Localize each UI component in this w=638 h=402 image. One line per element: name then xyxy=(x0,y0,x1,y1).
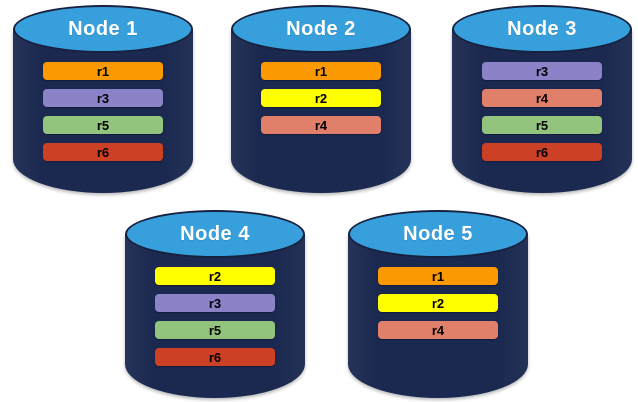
cylinder-body xyxy=(348,234,528,398)
cylinder-top-ellipse xyxy=(348,210,528,258)
record-list: r2 r3 r5 r6 xyxy=(155,267,275,366)
record-bar[interactable]: r5 xyxy=(43,116,163,134)
record-bar[interactable]: r1 xyxy=(261,62,381,80)
database-cylinder-1[interactable]: Node 1 r1 r3 r5 r6 xyxy=(13,5,193,193)
record-bar[interactable]: r1 xyxy=(378,267,498,285)
node-title: Node 3 xyxy=(507,17,577,40)
cylinder-body xyxy=(231,29,411,193)
record-bar[interactable]: r1 xyxy=(43,62,163,80)
record-bar[interactable]: r2 xyxy=(261,89,381,107)
record-bar[interactable]: r4 xyxy=(378,321,498,339)
record-bar[interactable]: r5 xyxy=(155,321,275,339)
record-bar[interactable]: r3 xyxy=(43,89,163,107)
cylinder-body xyxy=(452,29,632,193)
record-bar[interactable]: r6 xyxy=(482,143,602,161)
record-bar[interactable]: r4 xyxy=(261,116,381,134)
record-bar[interactable]: r3 xyxy=(482,62,602,80)
node-title: Node 4 xyxy=(180,222,250,245)
cylinder-top-ellipse xyxy=(231,5,411,53)
database-cylinder-5[interactable]: Node 5 r1 r2 r4 xyxy=(348,210,528,398)
cylinder-top-ellipse xyxy=(452,5,632,53)
record-list: r3 r4 r5 r6 xyxy=(482,62,602,161)
record-bar[interactable]: r2 xyxy=(378,294,498,312)
database-cylinder-2[interactable]: Node 2 r1 r2 r4 xyxy=(231,5,411,193)
record-list: r1 r2 r4 xyxy=(378,267,498,339)
record-bar[interactable]: r4 xyxy=(482,89,602,107)
cylinder-top-ellipse xyxy=(125,210,305,258)
cylinder-body xyxy=(13,29,193,193)
node-title: Node 5 xyxy=(403,222,473,245)
cylinder-body xyxy=(125,234,305,398)
record-list: r1 r2 r4 xyxy=(261,62,381,134)
record-bar[interactable]: r3 xyxy=(155,294,275,312)
record-bar[interactable]: r5 xyxy=(482,116,602,134)
node-title: Node 2 xyxy=(286,17,356,40)
cylinder-top-ellipse xyxy=(13,5,193,53)
node-title: Node 1 xyxy=(68,17,138,40)
record-bar[interactable]: r2 xyxy=(155,267,275,285)
record-bar[interactable]: r6 xyxy=(43,143,163,161)
database-cylinder-4[interactable]: Node 4 r2 r3 r5 r6 xyxy=(125,210,305,398)
record-bar[interactable]: r6 xyxy=(155,348,275,366)
database-cylinder-3[interactable]: Node 3 r3 r4 r5 r6 xyxy=(452,5,632,193)
record-list: r1 r3 r5 r6 xyxy=(43,62,163,161)
